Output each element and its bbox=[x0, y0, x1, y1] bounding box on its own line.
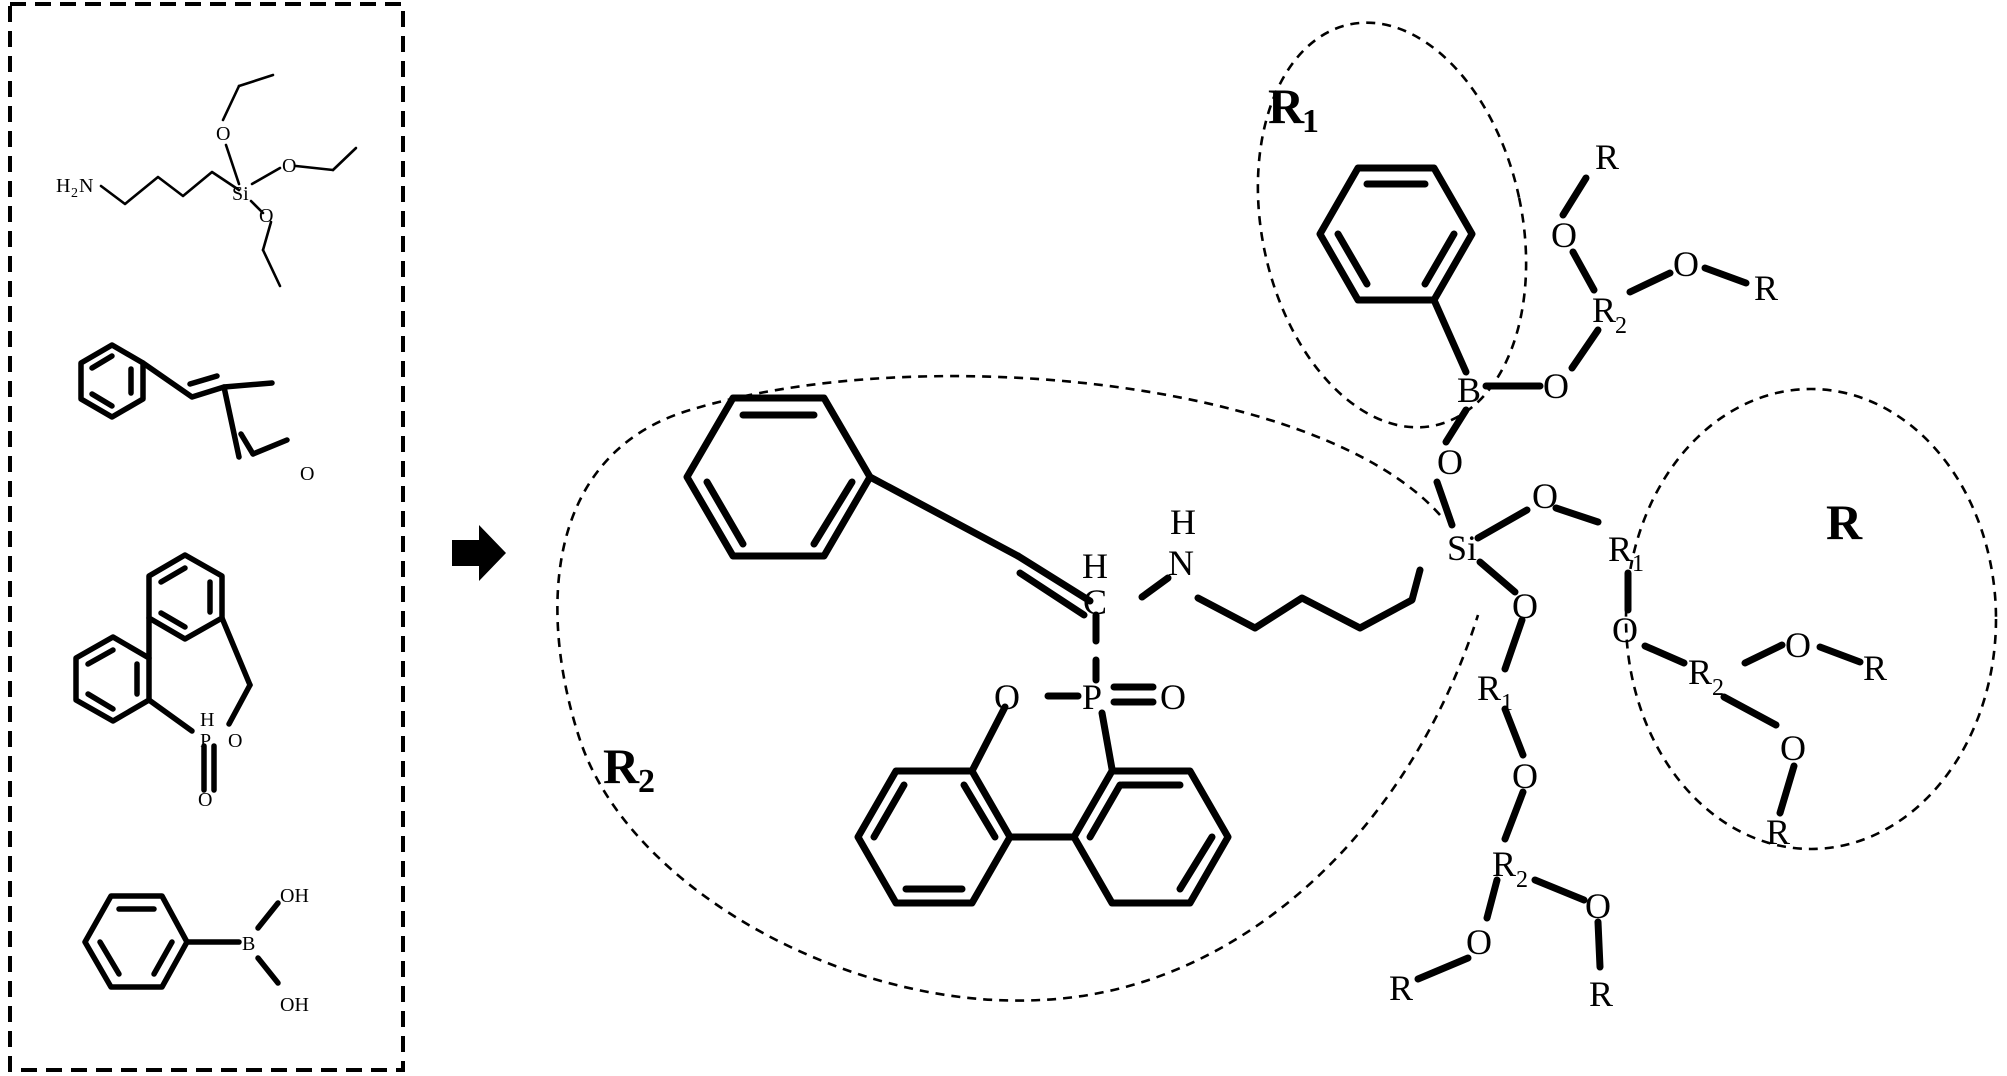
aptes-n: N bbox=[79, 175, 93, 197]
aptes-o-right: O bbox=[282, 155, 296, 177]
atom-h-on-c: H bbox=[1082, 546, 1108, 586]
atom-o-r1-right: O bbox=[1612, 610, 1638, 650]
r-region bbox=[1624, 387, 1998, 851]
r1-label-subscript: 1 bbox=[1302, 103, 1319, 140]
dopo-o-ring: O bbox=[228, 730, 242, 752]
reaction-arrow-icon bbox=[452, 525, 506, 581]
reactant-benzalacetone: O bbox=[78, 342, 314, 485]
atom-r1-lower: R bbox=[1477, 668, 1501, 708]
reactant-dopo: H P O O bbox=[73, 552, 253, 811]
atom-r2-upper-subscript: 2 bbox=[1615, 313, 1627, 339]
reactant-aptes: H 2 N Si O O O bbox=[56, 73, 358, 288]
atom-o-r2-lower-left: O bbox=[1466, 922, 1492, 962]
atom-o-r2-right-a: O bbox=[1785, 625, 1811, 665]
atom-r1-right: R bbox=[1608, 529, 1632, 569]
atom-o-si-down: O bbox=[1512, 586, 1538, 626]
atom-r-top: R bbox=[1595, 137, 1619, 177]
boronic-oh-bottom: OH bbox=[280, 994, 309, 1016]
reactants-box bbox=[8, 2, 405, 1072]
atom-r1-right-subscript: 1 bbox=[1632, 551, 1644, 577]
atom-p: P bbox=[1082, 677, 1102, 717]
atom-o-b-right: O bbox=[1543, 366, 1569, 406]
r2-region bbox=[556, 374, 1480, 1002]
atom-r2-right-subscript: 2 bbox=[1712, 675, 1724, 701]
dopo-h: H bbox=[200, 709, 214, 731]
dopo-p: P bbox=[200, 730, 211, 752]
atom-si: Si bbox=[1447, 528, 1477, 568]
boronic-oh-top: OH bbox=[280, 885, 309, 907]
reactant-phenylboronic-acid: B OH OH bbox=[82, 885, 309, 1016]
aptes-h-subscript: 2 bbox=[71, 186, 78, 201]
dopo-o-oxide: O bbox=[198, 789, 212, 811]
atom-r1-lower-subscript: 1 bbox=[1501, 690, 1513, 716]
atom-r-top-right: R bbox=[1754, 268, 1778, 308]
atom-r-right-b: R bbox=[1766, 812, 1790, 852]
atom-o-si-right: O bbox=[1532, 476, 1558, 516]
atom-r2-lower: R bbox=[1492, 844, 1516, 884]
atom-o-r2-right-b: O bbox=[1780, 728, 1806, 768]
atom-o-r2-upper-right: O bbox=[1673, 244, 1699, 284]
r1-label: R bbox=[1268, 78, 1305, 134]
benzalacetone-o: O bbox=[300, 463, 314, 485]
atom-r-lower-left: R bbox=[1389, 968, 1413, 1008]
product-structure: R 1 R 2 R bbox=[556, 21, 1998, 1014]
atom-o-oxide: O bbox=[1160, 677, 1186, 717]
atom-o-r1-lower: O bbox=[1512, 756, 1538, 796]
atom-b: B bbox=[1457, 370, 1481, 410]
atom-o-r2-lower-right: O bbox=[1585, 886, 1611, 926]
atom-n: N bbox=[1168, 543, 1194, 583]
atom-c: C bbox=[1083, 582, 1107, 622]
atom-r-lower-right: R bbox=[1589, 974, 1613, 1014]
atom-r2-lower-subscript: 2 bbox=[1516, 867, 1528, 893]
r-label: R bbox=[1826, 494, 1863, 550]
r1-region bbox=[1256, 21, 1528, 429]
atom-r2-upper: R bbox=[1592, 290, 1616, 330]
atom-o-b-down: O bbox=[1437, 442, 1463, 482]
aptes-o-bottom: O bbox=[259, 205, 273, 227]
r2-label-subscript: 2 bbox=[638, 763, 655, 800]
atom-r2-right: R bbox=[1688, 652, 1712, 692]
atom-o-r2-upper-left: O bbox=[1551, 215, 1577, 255]
aptes-o-top: O bbox=[216, 123, 230, 145]
atom-o-ring: O bbox=[994, 677, 1020, 717]
boronic-b: B bbox=[242, 933, 255, 955]
atom-h-on-n: H bbox=[1170, 502, 1196, 542]
aptes-h: H bbox=[56, 175, 70, 197]
atom-r-right-a: R bbox=[1863, 648, 1887, 688]
r2-label: R bbox=[603, 738, 640, 794]
aptes-si: Si bbox=[232, 183, 249, 205]
